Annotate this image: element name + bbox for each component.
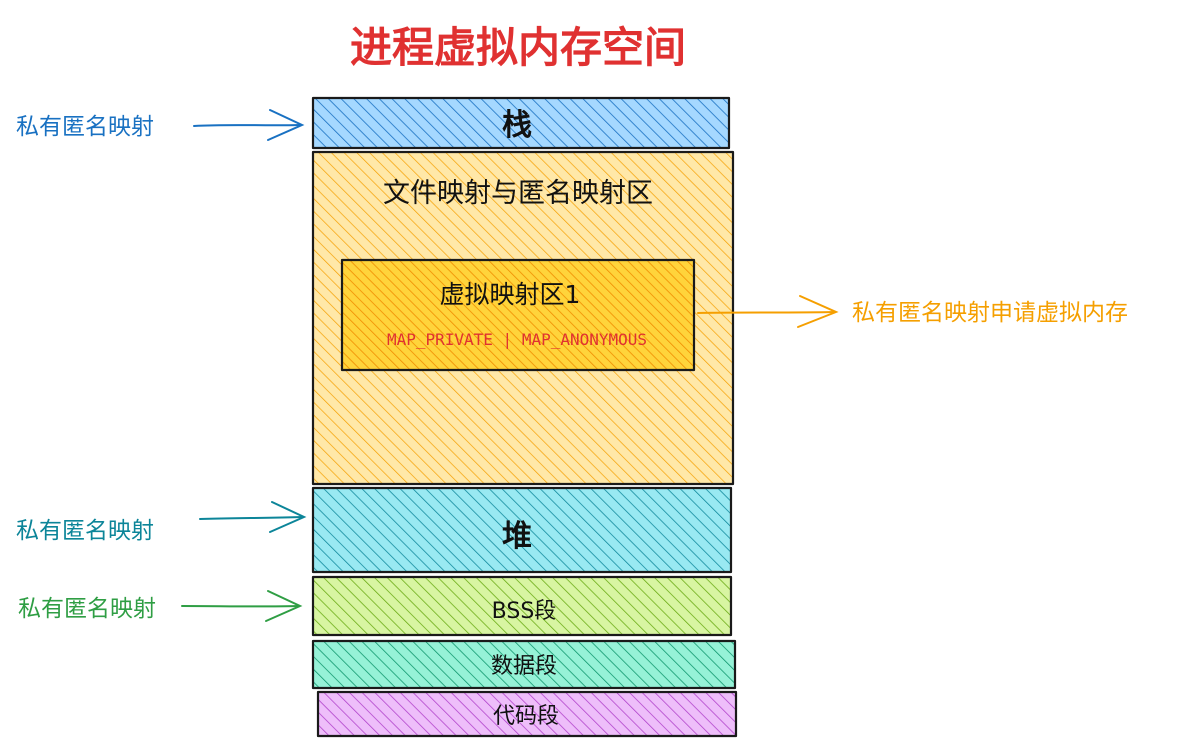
mmap-arrow	[697, 295, 839, 328]
mmap-annotation: 私有匿名映射申请虚拟内存	[852, 300, 1128, 326]
mmap-region-label: 文件映射与匿名映射区	[383, 178, 653, 209]
stack-segment: 栈	[311, 96, 731, 150]
virtual-area-box: 虚拟映射区1 MAP_PRIVATE | MAP_ANONYMOUS	[340, 258, 696, 372]
bss-label: BSS段	[492, 599, 557, 624]
bss-segment: BSS段	[311, 575, 733, 637]
data-segment: 数据段	[311, 639, 737, 690]
heap-arrow	[199, 501, 307, 533]
code-segment-label: 代码段	[493, 704, 559, 729]
heap-label: 堆	[502, 519, 532, 554]
stack-annotation: 私有匿名映射	[16, 114, 154, 140]
bss-arrow	[181, 590, 303, 622]
mmap-flags-label: MAP_PRIVATE | MAP_ANONYMOUS	[387, 330, 647, 349]
diagram-title: 进程虚拟内存空间	[350, 23, 686, 72]
virtual-area-label: 虚拟映射区1	[440, 280, 581, 309]
heap-annotation: 私有匿名映射	[16, 518, 154, 544]
data-segment-label: 数据段	[491, 654, 557, 679]
code-segment: 代码段	[316, 690, 738, 738]
heap-segment: 堆	[311, 486, 733, 574]
stack-arrow	[193, 109, 305, 141]
stack-label: 栈	[502, 108, 532, 143]
bss-annotation: 私有匿名映射	[18, 596, 156, 622]
